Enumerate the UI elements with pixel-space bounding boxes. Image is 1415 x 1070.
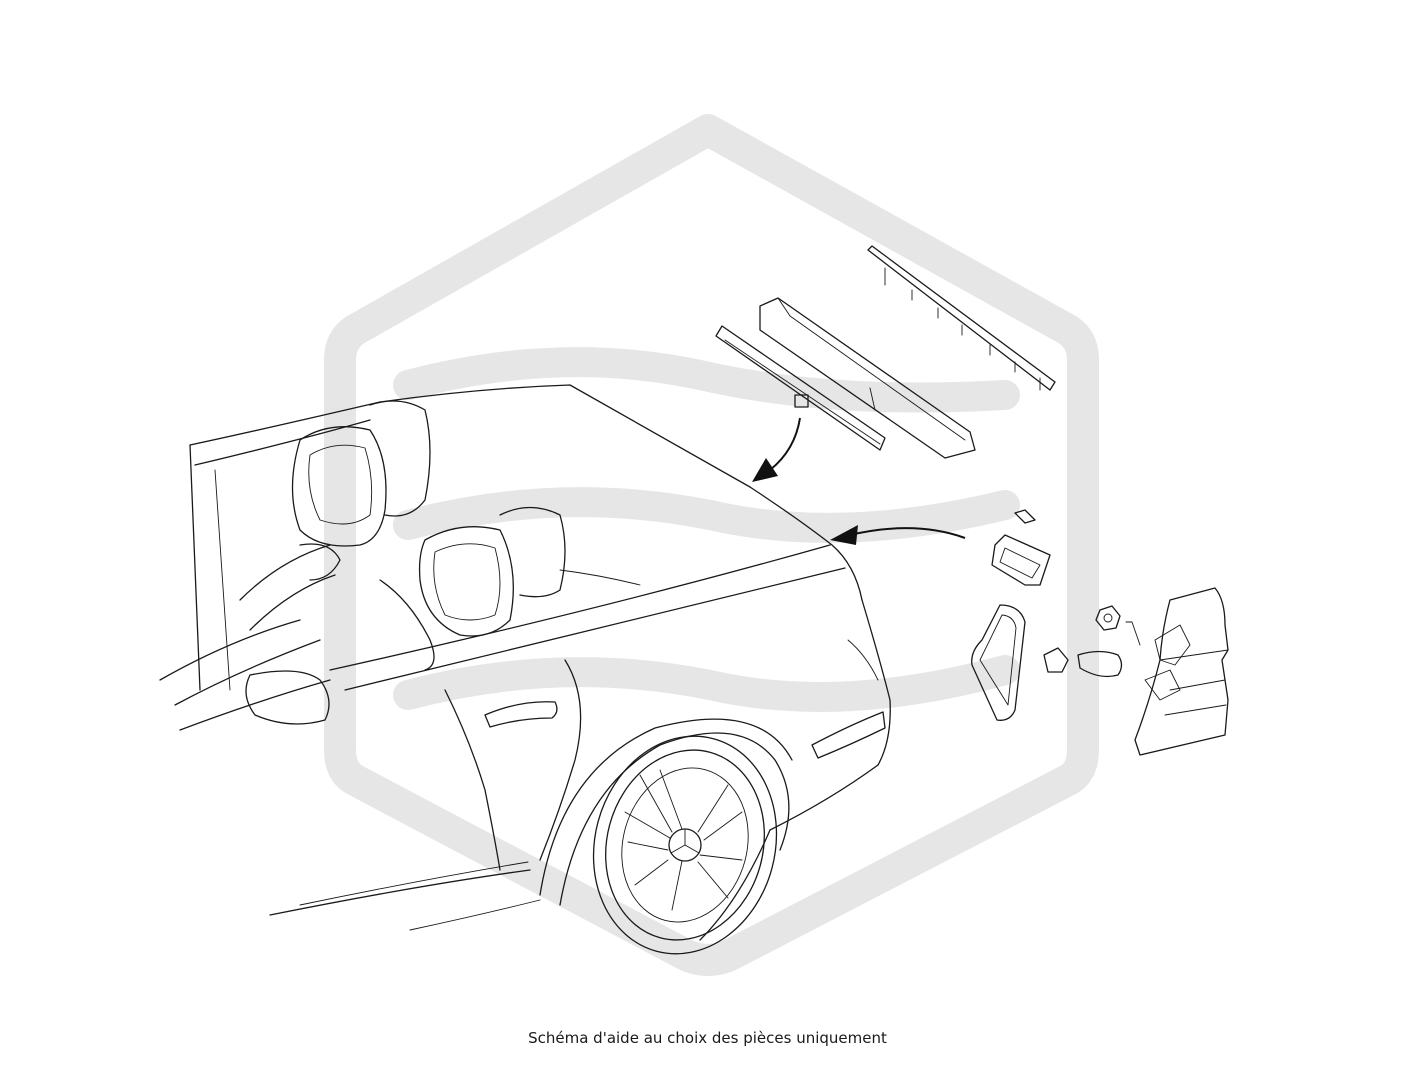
third-brake-light-parts [715, 245, 1056, 459]
car-body [159, 384, 891, 941]
watermark-logo [324, 114, 1099, 976]
disclaimer-caption: Schéma d'aide au choix des pièces unique… [528, 1029, 887, 1047]
seats [245, 400, 641, 725]
assembly-arrows [752, 417, 966, 545]
rear-wheel [592, 735, 778, 955]
tail-lamp-parts [971, 587, 1229, 756]
plate-lamp-parts [991, 509, 1051, 586]
